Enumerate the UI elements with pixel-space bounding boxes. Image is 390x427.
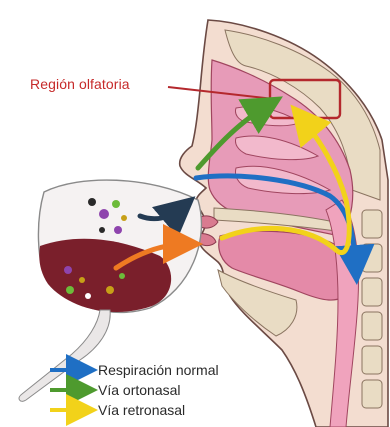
- legend-item-retronasal: Vía retronasal: [98, 400, 219, 420]
- glass-stem: [19, 310, 110, 401]
- olfactory-region-label: Región olfatoria: [30, 76, 130, 92]
- legend: Respiración normal Vía ortonasal Vía ret…: [98, 360, 219, 420]
- legend-label-ortonasal: Vía ortonasal: [98, 382, 181, 398]
- legend-label-retronasal: Vía retronasal: [98, 402, 185, 418]
- legend-item-normal: Respiración normal: [98, 360, 219, 380]
- legend-label-normal: Respiración normal: [98, 362, 219, 378]
- legend-item-ortonasal: Vía ortonasal: [98, 380, 219, 400]
